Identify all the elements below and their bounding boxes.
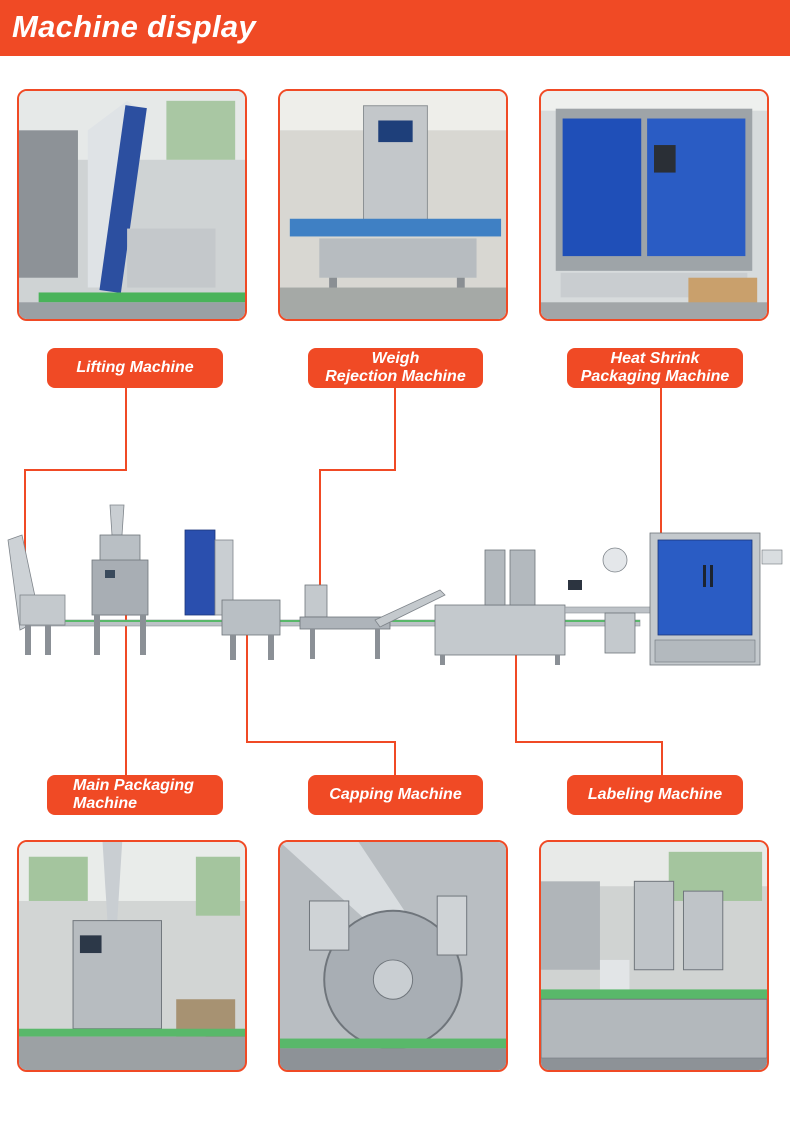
photo-capping-machine xyxy=(278,840,508,1072)
page-title: Machine display xyxy=(12,9,256,44)
production-line-illustration xyxy=(7,504,783,666)
photo-main-packaging-machine xyxy=(17,840,247,1072)
photo-lifting-machine xyxy=(17,89,247,321)
label-weigh-rejection-machine: Weigh Rejection Machine xyxy=(308,348,483,388)
label-heat-shrink-machine: Heat Shrink Packaging Machine xyxy=(567,348,743,388)
label-capping-machine: Capping Machine xyxy=(308,775,483,815)
photo-heat-shrink-machine xyxy=(539,89,769,321)
photo-labeling-machine xyxy=(539,840,769,1072)
photo-weigh-rejection-machine xyxy=(278,89,508,321)
label-lifting-machine: Lifting Machine xyxy=(47,348,223,388)
label-labeling-machine: Labeling Machine xyxy=(567,775,743,815)
label-main-packaging-machine: Main Packaging Machine xyxy=(47,775,223,815)
header-bar: Machine display xyxy=(0,0,790,56)
